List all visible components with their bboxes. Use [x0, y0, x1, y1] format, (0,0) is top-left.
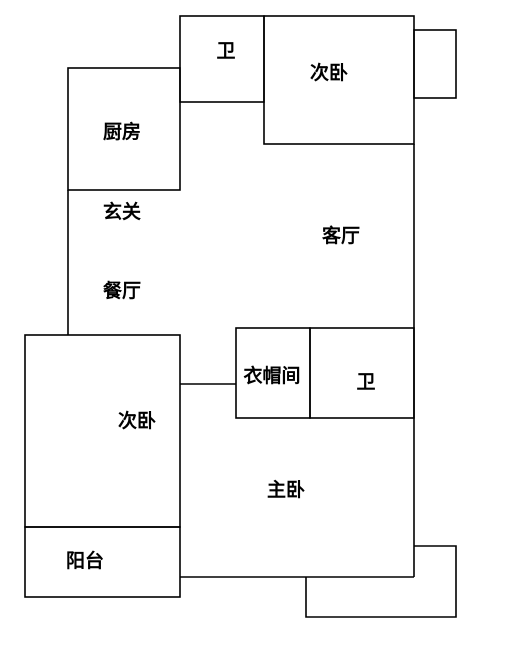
label-bathroom-top: 卫: [216, 40, 235, 62]
label-entrance: 玄关: [103, 200, 141, 223]
room-labels: 卫 次卧 厨房 玄关 客厅 餐厅 衣帽间 卫 次卧 主卧 阳台: [66, 40, 376, 572]
wall-bay-window-bottom: [305, 545, 457, 618]
label-second-bedroom-left: 次卧: [118, 409, 156, 432]
label-living-room: 客厅: [322, 224, 360, 247]
wall-kitchen: [67, 67, 181, 191]
walls: [24, 15, 457, 618]
label-dining-room: 餐厅: [103, 279, 141, 302]
label-master-bedroom: 主卧: [267, 479, 305, 501]
label-balcony: 阳台: [66, 549, 104, 572]
label-kitchen: 厨房: [103, 120, 141, 143]
label-cloakroom: 衣帽间: [243, 364, 300, 387]
wall-second-bedroom-left: [24, 334, 181, 528]
label-bathroom-master: 卫: [356, 371, 375, 393]
wall-balcony: [24, 526, 181, 598]
wall-bathroom-master: [309, 327, 415, 419]
wall-bay-window-top: [413, 29, 457, 99]
label-second-bedroom-top: 次卧: [310, 61, 348, 84]
